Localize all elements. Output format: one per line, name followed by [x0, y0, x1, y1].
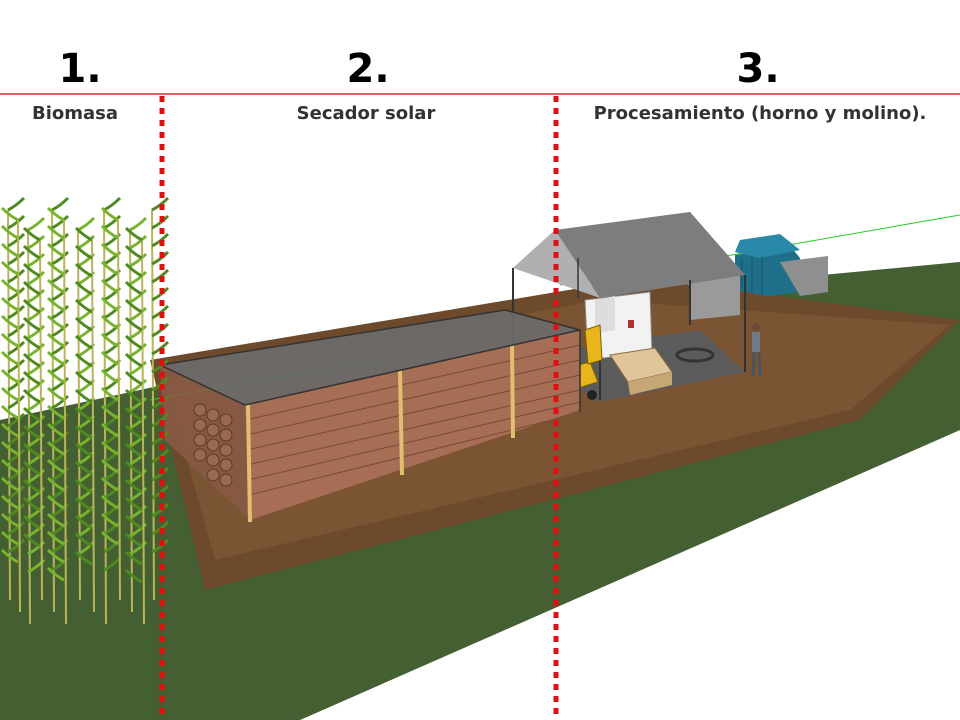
- section-1-label: Biomasa: [31, 103, 119, 124]
- section-3-number: 3.: [736, 46, 780, 92]
- section-1-number: 1.: [58, 46, 102, 92]
- hose-coil: [675, 347, 715, 363]
- section-2-label: Secador solar: [296, 103, 436, 124]
- worker-icon: [751, 323, 762, 377]
- log-pile-icon: [193, 403, 233, 487]
- mill-icon: [609, 347, 673, 395]
- plank-lines: [244, 344, 581, 496]
- bamboo-icon: [0, 196, 170, 625]
- water-tank-icon: [735, 234, 828, 296]
- section-2-number: 2.: [346, 46, 390, 92]
- section-3-label: Procesamiento (horno y molino).: [593, 103, 927, 124]
- solar-dryer-icon: [159, 309, 581, 523]
